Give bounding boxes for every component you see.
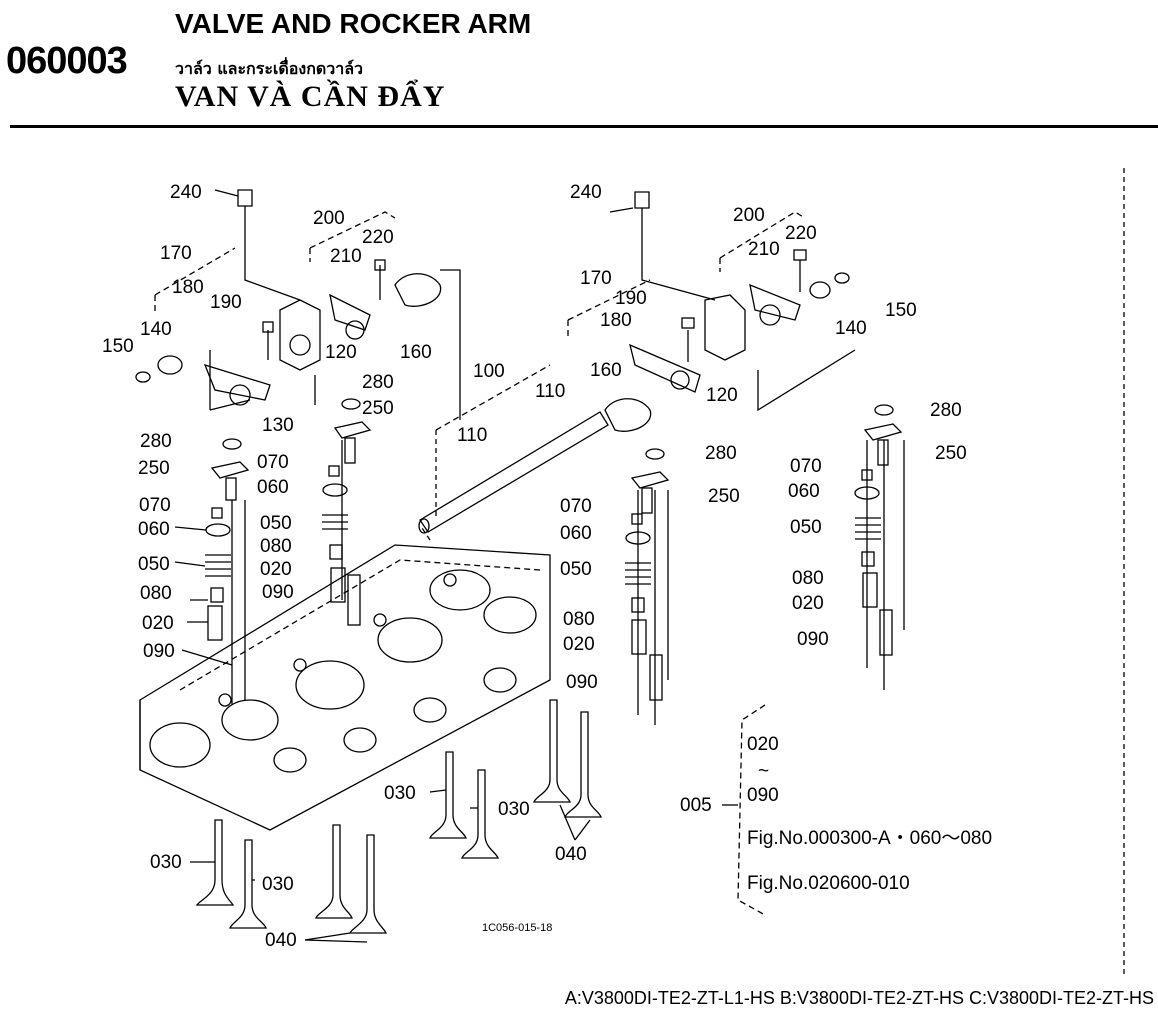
callout-050: 050: [138, 554, 170, 575]
header-divider: [10, 125, 1158, 128]
callout-110: 110: [535, 381, 565, 402]
exploded-parts-diagram: 240 200 220 210 170 190 180 150 140 120 …: [102, 168, 1125, 975]
callout-020: 020: [792, 593, 824, 614]
model-applicability-footer: A:V3800DI-TE2-ZT-L1-HS B:V3800DI-TE2-ZT-…: [564, 988, 1154, 1008]
page-title-thai: วาล์ว และกระเดื่องกดวาล์ว: [175, 59, 364, 78]
page-title: VALVE AND ROCKER ARM: [175, 8, 532, 39]
callout-030: 030: [498, 799, 530, 820]
callout-220: 220: [785, 223, 817, 244]
callout-060: 060: [560, 523, 592, 544]
callout-060: 060: [257, 477, 289, 498]
callout-250: 250: [362, 398, 394, 419]
page-title-vietnamese: VAN VÀ CẦN ĐẨY: [175, 80, 446, 113]
callout-150: 150: [102, 336, 134, 357]
callout-200: 200: [733, 205, 765, 226]
callout-250: 250: [935, 443, 967, 464]
callout-210: 210: [330, 246, 362, 267]
callout-280: 280: [930, 400, 962, 421]
callout-090: 090: [566, 672, 598, 693]
callout-040: 040: [265, 930, 297, 951]
callout-240: 240: [570, 182, 602, 203]
callout-240: 240: [170, 182, 202, 203]
callout-090: 090: [143, 641, 175, 662]
callout-050: 050: [260, 513, 292, 534]
callout-070: 070: [257, 452, 289, 473]
note-line-2: ~: [758, 761, 769, 782]
callout-150: 150: [885, 300, 917, 321]
callout-080: 080: [260, 536, 292, 557]
callout-070: 070: [790, 456, 822, 477]
callout-005: 005: [680, 795, 712, 816]
callout-280: 280: [140, 431, 172, 452]
callout-100: 100: [473, 361, 505, 382]
callout-250: 250: [708, 486, 740, 507]
callout-070: 070: [560, 496, 592, 517]
callout-080: 080: [140, 583, 172, 604]
callout-060: 060: [138, 519, 170, 540]
callout-180: 180: [600, 310, 632, 331]
callout-030: 030: [384, 783, 416, 804]
callout-140: 140: [140, 319, 172, 340]
callout-120: 120: [325, 342, 357, 363]
callout-030: 030: [262, 874, 294, 895]
callout-050: 050: [560, 559, 592, 580]
callout-190: 190: [615, 288, 647, 309]
callout-160: 160: [400, 342, 432, 363]
note-line-4: Fig.No.000300-A・060～080: [747, 828, 992, 849]
note-line-5: Fig.No.020600-010: [747, 873, 910, 894]
callout-030: 030: [150, 852, 182, 873]
callout-140: 140: [835, 318, 867, 339]
callout-070: 070: [139, 495, 171, 516]
callout-210: 210: [748, 239, 780, 260]
callout-080: 080: [792, 568, 824, 589]
callout-020: 020: [142, 613, 174, 634]
callout-110: 110: [457, 425, 487, 446]
callout-060: 060: [788, 481, 820, 502]
callout-120: 120: [706, 385, 738, 406]
callout-080: 080: [563, 609, 595, 630]
callout-250: 250: [138, 458, 170, 479]
callout-020: 020: [563, 634, 595, 655]
callout-220: 220: [362, 227, 394, 248]
callout-090: 090: [262, 582, 294, 603]
note-line-1: 020: [747, 734, 779, 755]
callout-160: 160: [590, 360, 622, 381]
page-code: 060003: [6, 40, 128, 82]
callout-170: 170: [580, 268, 612, 289]
callout-020: 020: [260, 559, 292, 580]
callout-180: 180: [172, 277, 204, 298]
note-line-3: 090: [747, 785, 779, 806]
callout-280: 280: [362, 372, 394, 393]
callout-090: 090: [797, 629, 829, 650]
figure-id: 1C056-015-18: [482, 922, 552, 934]
callout-190: 190: [210, 292, 242, 313]
callout-040: 040: [555, 844, 587, 865]
callout-280: 280: [705, 443, 737, 464]
callout-130: 130: [262, 415, 294, 436]
callout-170: 170: [160, 243, 192, 264]
callout-050: 050: [790, 517, 822, 538]
callout-200: 200: [313, 208, 345, 229]
